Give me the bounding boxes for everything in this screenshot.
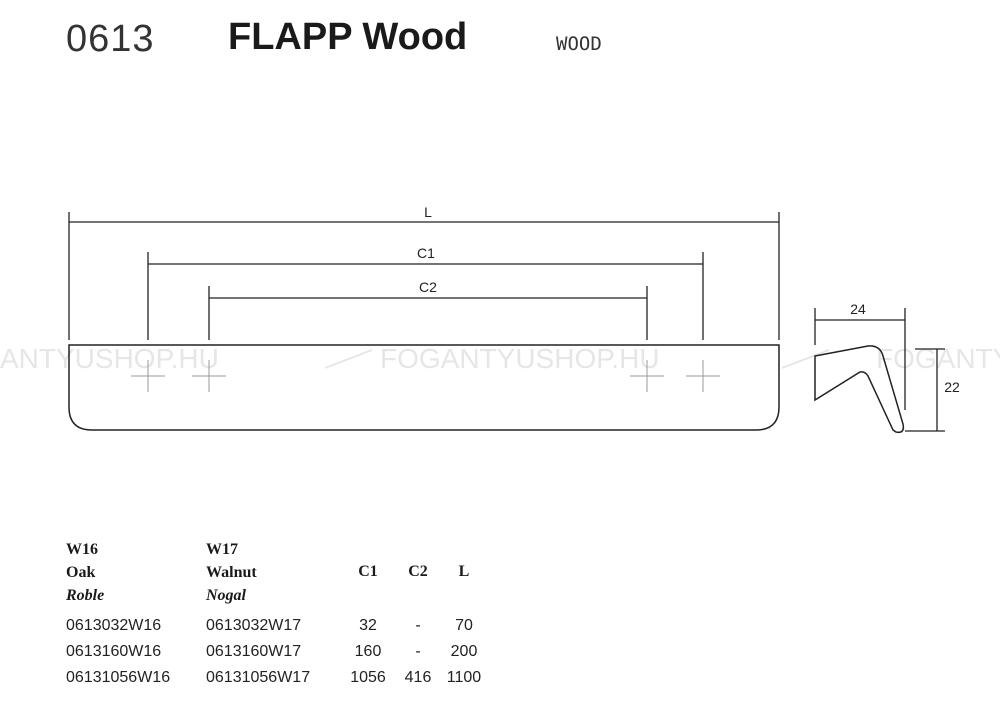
watermark-slash [324,349,373,369]
row-w16: 0613160W16 [66,643,162,660]
row-w17: 0613160W17 [206,643,302,660]
product-code: 0613 [66,18,155,60]
material-label: WOOD [556,33,602,55]
header-l: L [458,563,470,580]
row-c1: 1056 [350,669,386,686]
w17-code: W17 [206,541,238,558]
watermark-slash-right [781,349,830,369]
header-w16: W16 Oak Roble [66,538,104,607]
row-c1: 160 [354,643,382,660]
dim-l-label: L [424,204,432,220]
w17-name: Walnut [206,564,257,581]
watermark-left: ANTYUSHOP.HU [0,343,219,374]
watermark-center: FOGANTYUSHOP.HU [380,343,660,374]
dim-c2-label: C2 [419,279,437,295]
row-c1: 32 [359,617,377,634]
header-c2: C2 [408,563,428,580]
row-w17: 06131056W17 [206,669,311,686]
row-l: 1100 [446,669,482,686]
row-c2: - [415,643,421,660]
row-l: 200 [450,643,478,660]
w17-name-es: Nogal [206,587,246,604]
mounting-holes [131,360,720,392]
dim-c1-label: C1 [417,245,435,261]
handle-side-profile [814,345,905,434]
dim-height-label: 22 [944,379,960,395]
w16-code: W16 [66,541,98,558]
row-c2: 416 [404,669,432,686]
row-w16: 06131056W16 [66,669,171,686]
header-c1: C1 [358,563,378,580]
header-w17: W17 Walnut Nogal [206,538,257,607]
product-title: FLAPP Wood [228,16,468,58]
row-l: 70 [455,617,473,634]
handle-front-view [68,344,780,431]
row-w17: 0613032W17 [206,617,302,634]
w16-name-es: Roble [66,587,105,604]
row-c2: - [415,617,421,634]
w16-name: Oak [66,564,96,581]
row-w16: 0613032W16 [66,617,162,634]
watermark-right: FOGANTYU [876,343,1000,374]
dim-width-label: 24 [850,301,866,317]
